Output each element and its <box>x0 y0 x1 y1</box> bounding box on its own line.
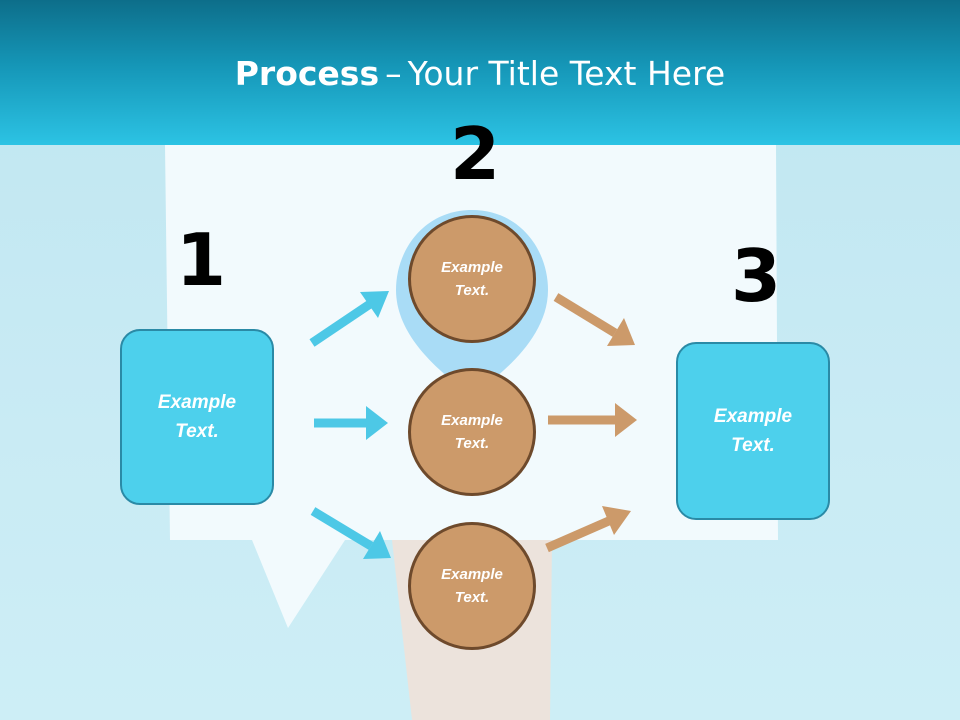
step-3-box: Example Text. <box>676 342 830 520</box>
circle-middle: Example Text. <box>408 368 536 496</box>
step-1-text: Example Text. <box>157 392 237 442</box>
step-number-3: 3 <box>731 234 782 318</box>
circle-top-text: Example Text. <box>441 259 503 299</box>
title-rest: Your Title Text Here <box>407 54 726 93</box>
title-separator: – <box>385 54 402 93</box>
slide-title: Process–Your Title Text Here <box>0 52 960 96</box>
circle-top: Example Text. <box>408 215 536 343</box>
circle-bottom: Example Text. <box>408 522 536 650</box>
arrow-right-up <box>545 506 631 553</box>
arrow-left-middle <box>314 406 388 440</box>
circle-bottom-text: Example Text. <box>441 566 503 606</box>
arrow-right-down <box>553 293 635 346</box>
step-3-text: Example Text. <box>713 406 793 456</box>
arrow-right-middle <box>548 403 637 437</box>
step-number-1: 1 <box>176 218 227 302</box>
step-number-2: 2 <box>450 112 501 196</box>
title-bar <box>0 0 960 145</box>
circle-middle-text: Example Text. <box>441 412 503 452</box>
step-1-box: Example Text. <box>120 329 274 505</box>
arrow-left-up <box>309 291 389 347</box>
arrow-left-down <box>310 507 391 559</box>
title-bold: Process <box>234 54 380 93</box>
